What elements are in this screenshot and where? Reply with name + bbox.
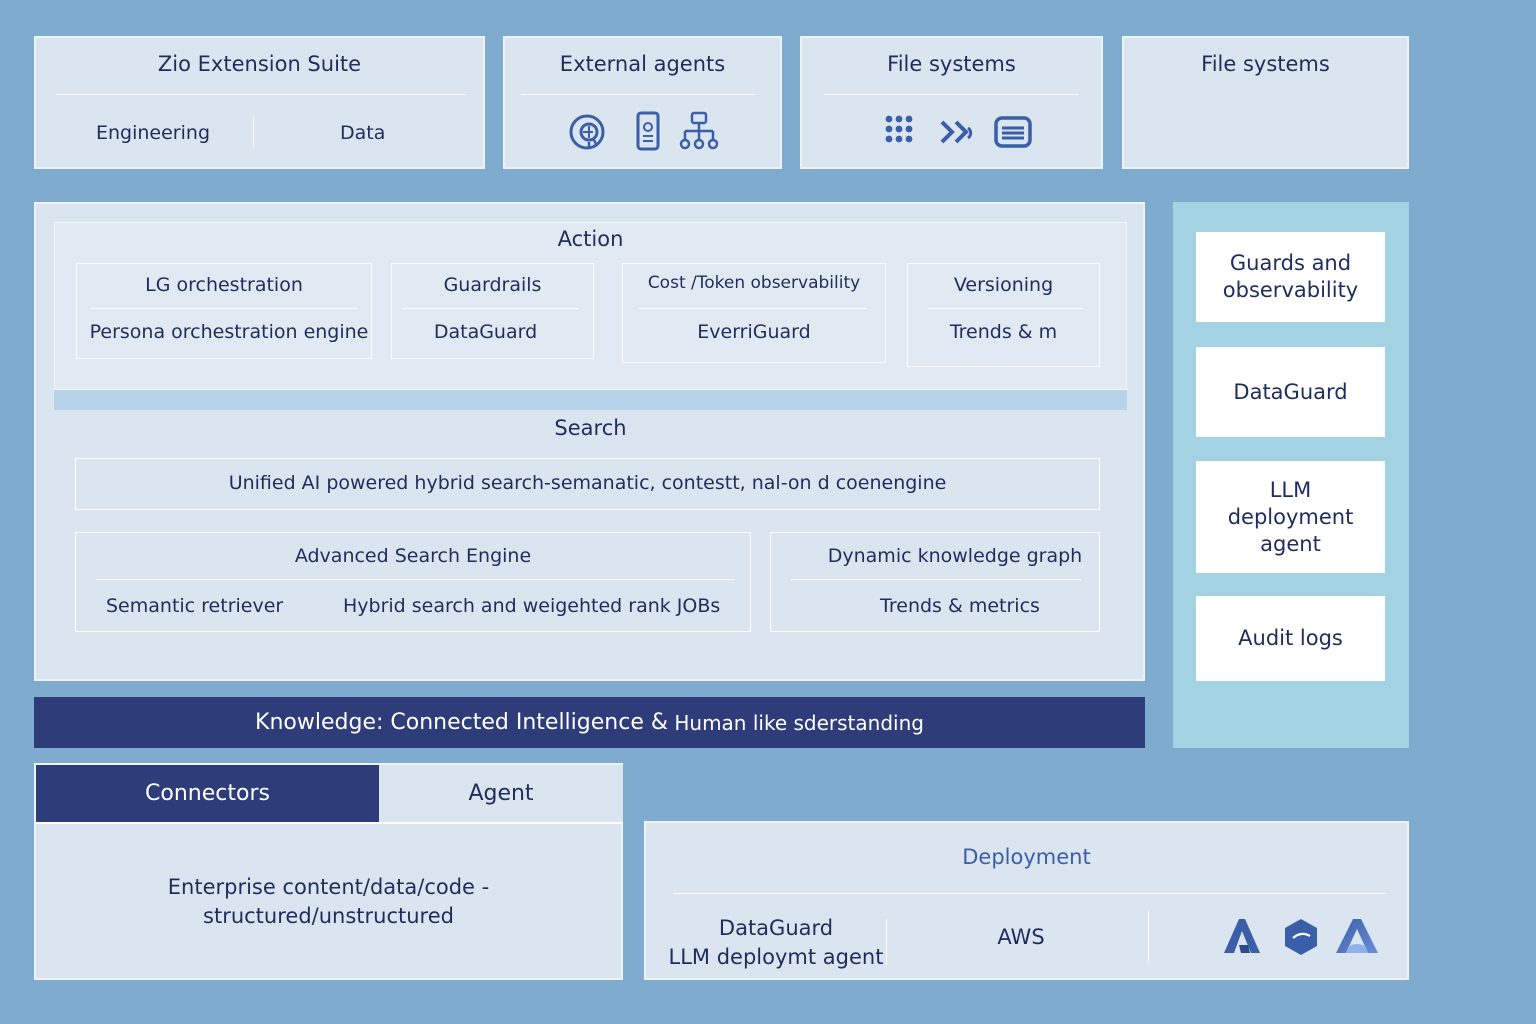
action-group-top: LG orchestration [145, 274, 303, 296]
tab-agent-label: Agent [468, 781, 534, 806]
engineering-label: Engineering [96, 122, 210, 144]
knowledge-graph-bottom: Trends & metrics [880, 595, 1040, 617]
deployment-title: Deployment [962, 845, 1091, 869]
action-group-cost-observability: Cost /Token observability EverriGuard [622, 263, 886, 363]
tab-connectors[interactable]: Connectors [36, 765, 379, 822]
knowledge-bar-bold: Knowledge: Connected Intelligence & [255, 710, 668, 735]
knowledge-bar: Knowledge: Connected Intelligence & Huma… [34, 697, 1145, 748]
knowledge-bar-rest: Human like sderstanding [668, 710, 924, 735]
audit-logs-card: Audit logs [1196, 596, 1385, 681]
tab-agent[interactable]: Agent [379, 765, 623, 822]
deployment-dataguard-label: DataGuard [718, 916, 834, 940]
hexagon-logo-icon [1285, 919, 1317, 955]
zio-extension-suite-box: Zio Extension Suite Engineering Data [34, 36, 485, 169]
action-group-bottom: DataGuard [433, 321, 538, 343]
action-group-bottom: Persona orchestration engine [89, 321, 369, 343]
knowledge-graph-title: Dynamic knowledge graph [827, 545, 1083, 567]
unified-search-box: Unified AI powered hybrid search-semanat… [75, 458, 1100, 510]
deployment-llm-agent-label: LLM deploymt agent [668, 945, 884, 969]
action-group-top: Versioning [953, 274, 1054, 296]
advanced-search-title: Advanced Search Engine [294, 545, 532, 567]
deployment-panel: Deployment DataGuard LLM deploymt agent … [644, 821, 1409, 980]
data-label: Data [340, 122, 386, 144]
file-systems-box-2: File systems [1122, 36, 1409, 169]
external-agents-title: External agents [559, 52, 726, 76]
external-agents-box: External agents [503, 36, 782, 169]
action-group-bottom: Trends & m [949, 321, 1058, 343]
org-network-icon [679, 111, 719, 150]
file-systems-title-1: File systems [887, 52, 1016, 76]
dataguard-card: DataGuard [1196, 347, 1385, 437]
dot-grid-icon [885, 115, 913, 143]
file-systems-box-1: File systems [800, 36, 1103, 169]
action-group-top: Guardrails [443, 274, 542, 296]
action-group-orchestration: LG orchestration Persona orchestration e… [76, 263, 372, 359]
knowledge-graph-box: Dynamic knowledge graph Trends & metrics [770, 532, 1100, 632]
advanced-search-engine-box: Advanced Search Engine Semantic retrieve… [75, 532, 751, 632]
connectors-line-1: Enterprise content/data/code - [167, 875, 490, 899]
action-region: Action LG orchestration Persona orchestr… [54, 222, 1127, 390]
semantic-retriever-label: Semantic retriever [106, 595, 284, 617]
guards-observability-card: Guards and observability [1196, 232, 1385, 322]
aws-label: AWS [997, 925, 1045, 949]
action-group-top: Cost /Token observability [647, 273, 861, 293]
action-group-guardrails: Guardrails DataGuard [391, 263, 594, 359]
hybrid-search-label: Hybrid search and weigehted rank JOBs [343, 595, 721, 617]
zio-extension-suite-title: Zio Extension Suite [157, 52, 362, 76]
a-gradient-logo-icon [1336, 919, 1378, 953]
connectors-line-2: structured/unstructured [203, 904, 454, 928]
search-title: Search [554, 416, 627, 440]
file-systems-title-2: File systems [1201, 52, 1330, 76]
search-region: Search Unified AI powered hybrid search-… [54, 410, 1127, 664]
connectors-panel: Connectors Agent Enterprise content/data… [34, 763, 623, 980]
phone-document-icon [636, 111, 660, 151]
action-group-versioning: Versioning Trends & m [907, 263, 1100, 367]
a-logo-icon [1224, 919, 1260, 953]
action-group-bottom: EverriGuard [697, 321, 811, 343]
double-chevron-icon [940, 120, 973, 144]
tab-connectors-label: Connectors [145, 781, 270, 806]
action-title: Action [557, 227, 624, 251]
unified-search-text: Unified AI powered hybrid search-semanat… [228, 472, 947, 494]
llm-deployment-agent-card: LLM deployment agent [1196, 461, 1385, 573]
stacked-card-icon [994, 116, 1032, 148]
main-panel: Action LG orchestration Persona orchestr… [34, 202, 1145, 681]
brain-chip-icon [569, 114, 605, 150]
action-search-divider [54, 390, 1127, 410]
